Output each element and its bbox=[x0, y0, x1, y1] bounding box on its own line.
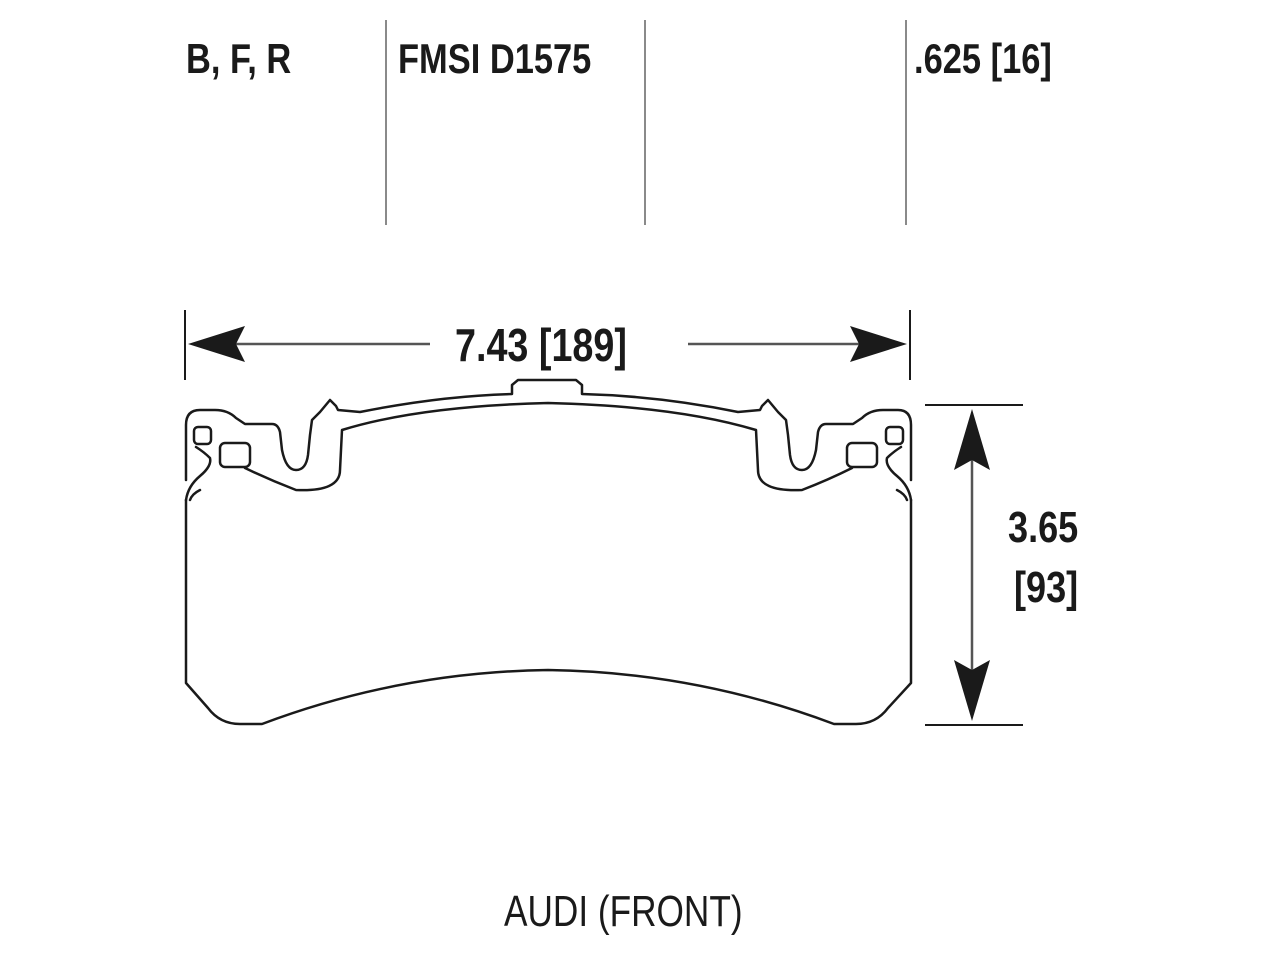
thickness-label: .625 [16] bbox=[914, 35, 1052, 82]
friction-material-outline bbox=[184, 498, 913, 726]
arrow-up-icon bbox=[954, 409, 990, 470]
width-dimension bbox=[184, 310, 911, 380]
width-dimension-label: 7.43 [189] bbox=[455, 319, 627, 371]
friction-material-top-edge bbox=[243, 401, 854, 492]
height-dimension-label-mm: [93] bbox=[1014, 563, 1079, 612]
header-divider bbox=[385, 20, 387, 225]
friction-edge-right bbox=[895, 488, 909, 502]
friction-edge-left bbox=[188, 488, 202, 502]
header-divider bbox=[644, 20, 646, 225]
height-dimension bbox=[925, 404, 1023, 726]
mounting-hole-left-inner bbox=[218, 441, 252, 469]
pad-positions-label: B, F, R bbox=[186, 35, 292, 82]
arrow-right-icon bbox=[850, 326, 907, 362]
height-dimension-label-inches: 3.65 bbox=[1008, 503, 1079, 552]
vehicle-caption: AUDI (FRONT) bbox=[504, 887, 743, 936]
pad-outline bbox=[184, 378, 913, 726]
mounting-hole-right-inner bbox=[845, 441, 879, 469]
fmsi-number-label: FMSI D1575 bbox=[398, 35, 592, 82]
ear-transition-right bbox=[885, 445, 913, 502]
header-divider bbox=[905, 20, 907, 225]
mounting-hole-left-outer bbox=[192, 425, 213, 446]
arrow-left-icon bbox=[188, 326, 245, 362]
ear-transition-left bbox=[184, 445, 212, 502]
backing-plate-outline bbox=[184, 378, 913, 482]
mounting-hole-right-outer bbox=[884, 425, 905, 446]
arrow-down-icon bbox=[954, 660, 990, 721]
